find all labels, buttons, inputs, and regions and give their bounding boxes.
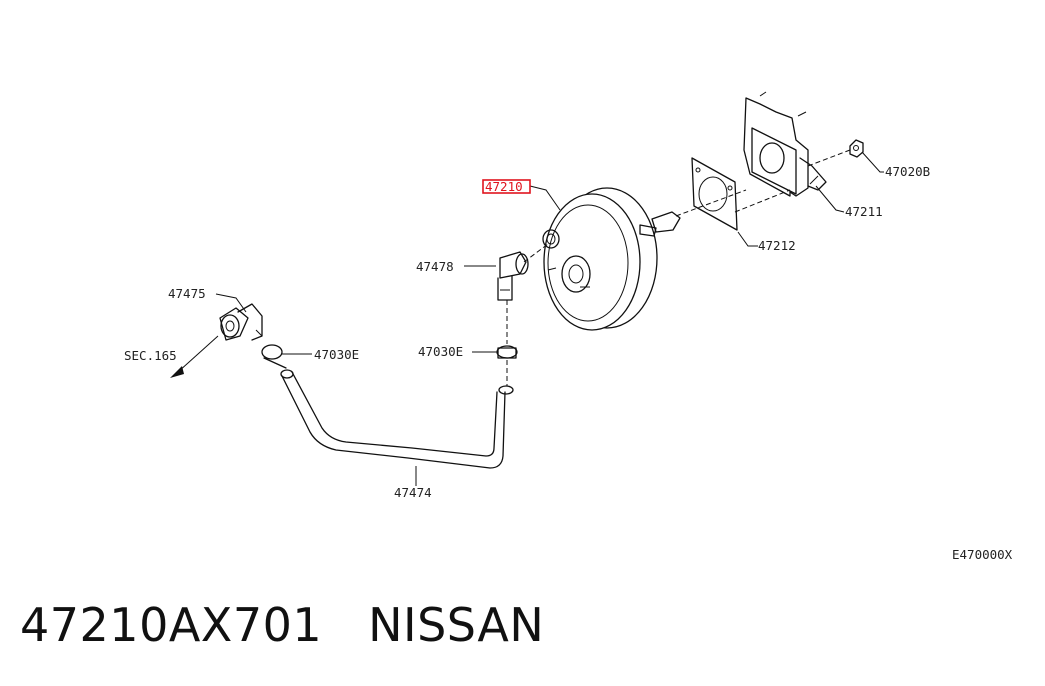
- section-arrow: [170, 335, 219, 378]
- highlight-box: [482, 179, 531, 194]
- connector: [219, 303, 263, 341]
- callout-47478[interactable]: 47478: [416, 259, 454, 274]
- part-caption: 47210AX701 NISSAN: [20, 598, 544, 652]
- clip-47030e-valve: [496, 345, 518, 359]
- assembly-lines: [506, 149, 851, 386]
- callout-47030e-lower[interactable]: 47030E: [314, 347, 359, 362]
- callout-47020b[interactable]: 47020B: [885, 164, 930, 179]
- bracket: [743, 91, 827, 197]
- clip-47030e-hose: [261, 344, 287, 369]
- gasket: [691, 157, 738, 231]
- callout-47210[interactable]: 47210: [485, 179, 523, 194]
- check-valve: [497, 251, 529, 301]
- leader-lines: [215, 151, 884, 486]
- part-number: 47210AX701: [20, 598, 323, 652]
- callout-47474[interactable]: 47474: [394, 485, 432, 500]
- figure-code: E470000X: [952, 547, 1013, 562]
- brake-booster: [542, 187, 681, 331]
- callout-47030e-upper[interactable]: 47030E: [418, 344, 463, 359]
- callout-47211[interactable]: 47211: [845, 204, 883, 219]
- callout-47475[interactable]: 47475: [168, 286, 206, 301]
- vacuum-hose: [280, 369, 514, 469]
- section-ref-label[interactable]: SEC.165: [124, 348, 177, 363]
- brand-name: NISSAN: [368, 598, 545, 652]
- callout-47212[interactable]: 47212: [758, 238, 796, 253]
- nut: [849, 139, 864, 158]
